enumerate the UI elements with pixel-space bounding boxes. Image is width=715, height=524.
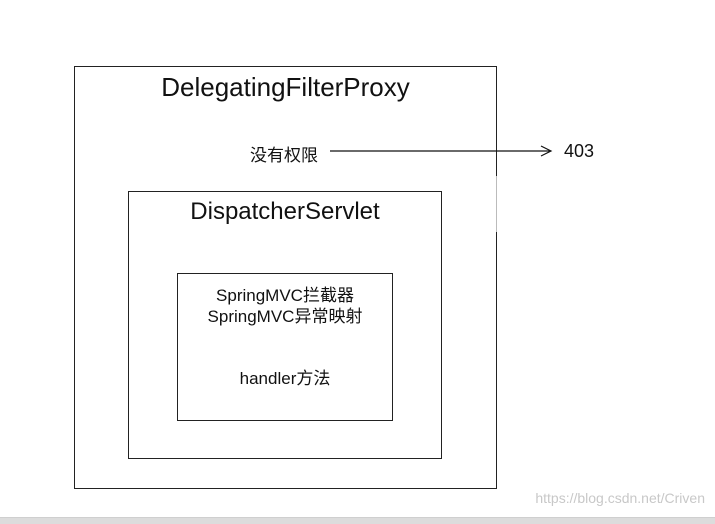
dispatcher-servlet-box (128, 191, 442, 459)
watermark: https://blog.csdn.net/Criven (535, 490, 705, 506)
edge-mark (496, 176, 497, 232)
delegating-filter-proxy-box (74, 66, 497, 489)
status-code-403-label: 403 (564, 141, 595, 161)
springmvc-interceptor-label: SpringMVC拦截器 (216, 286, 354, 305)
handler-method-label: handler方法 (239, 369, 331, 388)
deny-arrow (330, 145, 553, 157)
springmvc-inner-box (177, 273, 393, 421)
dispatcher-servlet-label: DispatcherServlet (190, 198, 380, 225)
deny-arrow-head (540, 145, 553, 157)
bottom-scrollbar-strip (0, 517, 715, 524)
no-permission-label: 没有权限 (250, 146, 318, 165)
delegating-filter-proxy-label: DelegatingFilterProxy (161, 72, 410, 102)
springmvc-exception-mapping-label: SpringMVC异常映射 (207, 307, 363, 326)
